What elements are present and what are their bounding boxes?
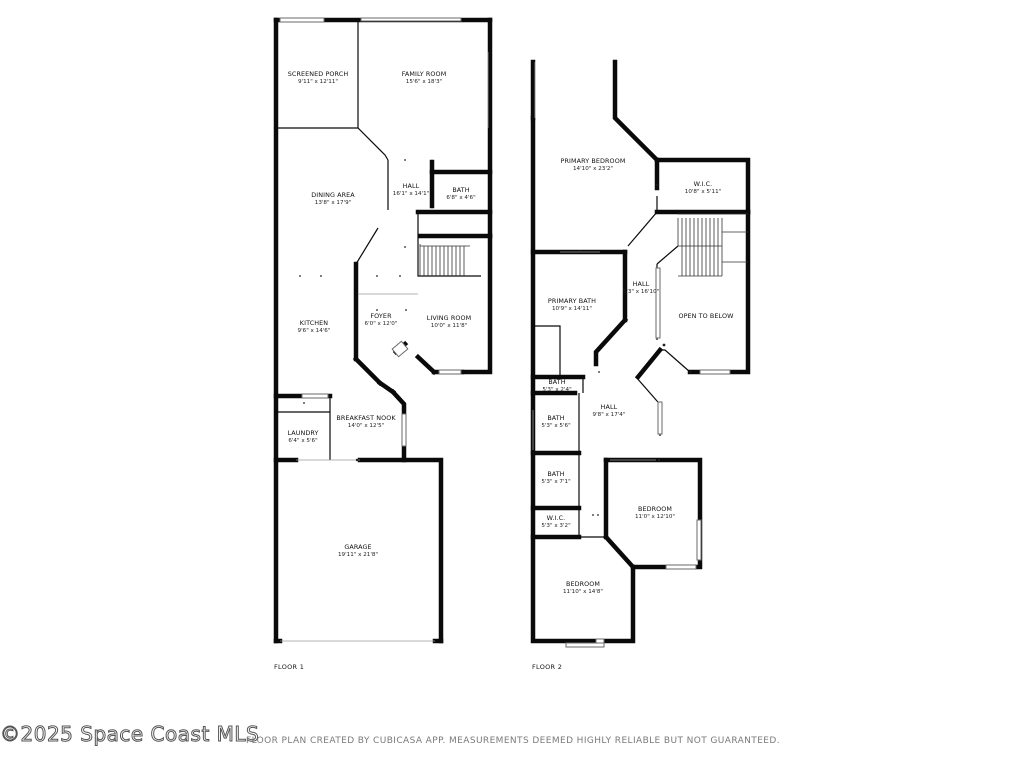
room-dim: 9'11" x 12'11" xyxy=(298,79,338,85)
room-dim: 14'10" x 23'2" xyxy=(573,166,613,172)
floor1-doors xyxy=(280,52,489,642)
floor1-markers xyxy=(299,159,407,462)
room-dim: 11'0" x 12'10" xyxy=(635,514,675,520)
room-name: BATH xyxy=(548,378,565,386)
room-dim: 5'3" x 5'6" xyxy=(541,423,571,429)
room-dim: 10'9" x 14'11" xyxy=(552,306,592,312)
room-dim: 5'3" x 7'1" xyxy=(541,479,571,485)
room-name: BEDROOM xyxy=(638,505,672,513)
room-dim: 6'0" x 12'0" xyxy=(365,321,398,327)
room-dim: 6'4" x 5'6" xyxy=(288,438,318,444)
floor2-label: FLOOR 2 xyxy=(532,663,563,671)
room-name: OPEN TO BELOW xyxy=(678,312,734,320)
room-dim: 9'8" x 17'4" xyxy=(593,412,626,418)
room-name: KITCHEN xyxy=(300,319,329,327)
room-name: SCREENED PORCH xyxy=(288,70,349,78)
floor1-stairs xyxy=(419,244,470,276)
room-name: DINING AREA xyxy=(311,191,355,199)
room-name: W.I.C. xyxy=(547,514,566,522)
floor1-label: FLOOR 1 xyxy=(274,663,305,671)
room-dim: 10'0" x 11'8" xyxy=(431,323,468,329)
disclaimer-text: FLOOR PLAN CREATED BY CUBICASA APP. MEAS… xyxy=(246,736,780,746)
room-dim: 6'8" x 4'6" xyxy=(446,195,476,201)
room-name: LIVING ROOM xyxy=(427,314,472,322)
room-dim: 16'1" x 14'1" xyxy=(393,191,430,197)
room-name: BATH xyxy=(547,414,564,422)
room-name: HALL xyxy=(403,182,420,190)
room-dim: 10'8" x 5'11" xyxy=(685,189,722,195)
room-name: FAMILY ROOM xyxy=(402,70,447,78)
room-name: PRIMARY BEDROOM xyxy=(561,157,626,165)
room-name: BATH xyxy=(452,186,469,194)
room-name: BREAKFAST NOOK xyxy=(336,414,396,422)
room-dim: 19'11" x 21'8" xyxy=(338,552,378,558)
room-name: HALL xyxy=(633,280,650,288)
floor2-walls xyxy=(530,59,751,644)
room-name: LAUNDRY xyxy=(287,429,318,437)
room-name: GARAGE xyxy=(344,543,371,551)
room-name: BEDROOM xyxy=(566,580,600,588)
floor2-windows xyxy=(565,267,731,648)
room-dim: 13'8" x 17'9" xyxy=(315,200,352,206)
room-name: PRIMARY BATH xyxy=(548,297,596,305)
room-dim: 5'3" x 16'10" xyxy=(623,289,660,295)
floor1-room-labels: SCREENED PORCH 9'11" x 12'11" FAMILY ROO… xyxy=(287,70,476,558)
room-dim: 5'3" x 2'4" xyxy=(542,387,572,393)
room-name: HALL xyxy=(601,403,618,411)
floor1-windows xyxy=(279,17,462,447)
copyright-watermark: ©2025 Space Coast MLS xyxy=(0,722,260,747)
floor2-room-labels: PRIMARY BEDROOM 14'10" x 23'2" W.I.C. 10… xyxy=(541,157,734,595)
floor2-markers xyxy=(579,184,691,516)
floor2-doors xyxy=(532,62,656,461)
room-name: W.I.C. xyxy=(694,180,713,188)
room-name: FOYER xyxy=(370,312,392,320)
room-dim: 5'3" x 3'2" xyxy=(541,523,571,529)
room-dim: 15'6" x 18'3" xyxy=(406,79,443,85)
room-dim: 9'6" x 14'6" xyxy=(298,328,331,334)
room-name: BATH xyxy=(547,470,564,478)
room-dim: 14'0" x 12'5" xyxy=(348,423,385,429)
room-dim: 11'10" x 14'8" xyxy=(563,589,603,595)
